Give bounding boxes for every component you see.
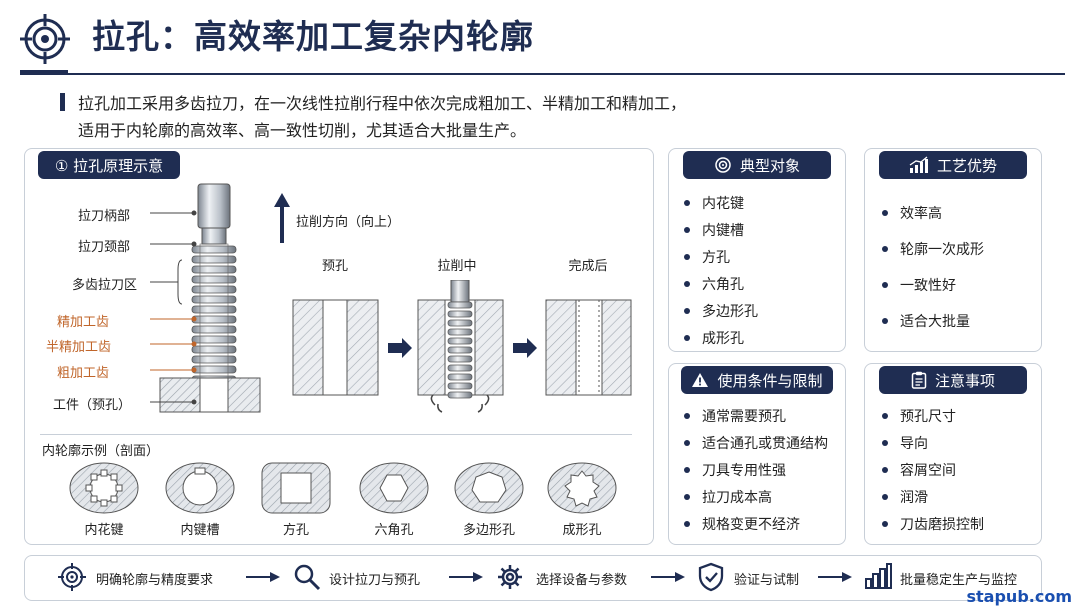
label-shank: 拉刀柄部 xyxy=(78,209,131,224)
list-item: 拉刀成本高 xyxy=(684,487,828,507)
profile-formed xyxy=(547,462,617,514)
pull-direction-arrow-icon xyxy=(274,193,290,243)
target-logo-icon xyxy=(20,14,70,64)
conditions-list: 通常需要预孔 适合通孔或贯通结构 刀具专用性强 拉刀成本高 规格变更不经济 xyxy=(684,406,828,534)
header-divider xyxy=(20,73,1065,75)
label-workpiece: 工件（预孔） xyxy=(53,398,132,413)
conditions-title: 使用条件与限制 xyxy=(717,371,823,390)
example-label-spline: 内花键 xyxy=(84,523,124,538)
advantages-title-pill: 工艺优势 xyxy=(879,151,1027,179)
broaching-section xyxy=(417,280,504,413)
list-item: 通常需要预孔 xyxy=(684,406,828,426)
clipboard-icon xyxy=(911,371,927,389)
growth-chart-icon xyxy=(909,156,928,173)
notes-title: 注意事项 xyxy=(934,371,995,390)
label-semi-finishing-teeth: 半精加工齿 xyxy=(46,340,112,355)
example-label-hexagon: 六角孔 xyxy=(374,523,414,538)
list-item: 润滑 xyxy=(882,487,984,507)
notes-list: 预孔尺寸 导向 容屑空间 润滑 刀齿磨损控制 xyxy=(882,406,984,534)
conditions-title-pill: 使用条件与限制 xyxy=(681,366,833,394)
stage-label-finished: 完成后 xyxy=(568,259,608,274)
list-item: 适合大批量 xyxy=(882,311,984,331)
example-label-polygon: 多边形孔 xyxy=(462,523,515,538)
profile-square xyxy=(261,462,331,514)
arrow-right-icon xyxy=(818,572,852,582)
example-label-square: 方孔 xyxy=(282,523,309,538)
intro-line-1: 拉孔加工采用多齿拉刀，在一次线性拉削行程中依次完成粗加工、半精加工和精加工， xyxy=(78,94,687,113)
workflow-step-5: 批量稳定生产与监控 xyxy=(900,573,1018,588)
profile-examples xyxy=(69,462,617,514)
arrow-right-icon xyxy=(449,572,483,582)
stage-diagrams xyxy=(292,280,632,413)
workflow-step-3: 选择设备与参数 xyxy=(536,573,628,588)
notes-title-pill: 注意事项 xyxy=(879,366,1027,394)
list-item: 多边形孔 xyxy=(684,301,758,321)
magnifier-icon xyxy=(294,564,321,591)
pull-direction-label: 拉削方向（向上） xyxy=(296,215,401,230)
header-accent-bar xyxy=(20,70,68,75)
workflow-step-2: 设计拉刀与预孔 xyxy=(329,573,421,588)
profile-polygon xyxy=(454,462,524,514)
label-neck: 拉刀颈部 xyxy=(78,240,131,255)
typical-panel xyxy=(668,148,846,352)
typical-list: 内花键 内键槽 方孔 六角孔 多边形孔 成形孔 xyxy=(684,193,758,348)
target-icon xyxy=(58,563,86,591)
list-item: 规格变更不经济 xyxy=(684,514,828,534)
profile-keyway xyxy=(165,462,235,514)
warning-icon xyxy=(692,373,709,387)
workflow-step-1: 明确轮廓与精度要求 xyxy=(96,573,214,588)
stage-label-broaching: 拉削中 xyxy=(437,259,477,274)
page-title: 拉孔：高效率加工复杂内轮廓 xyxy=(92,17,534,56)
arrow-right-icon xyxy=(651,572,685,582)
list-item: 内花键 xyxy=(684,193,758,213)
intro-accent-bar xyxy=(60,93,65,111)
typical-title: 典型对象 xyxy=(739,156,800,175)
principle-title: ① 拉孔原理示意 xyxy=(54,156,164,175)
prehole-section xyxy=(292,299,379,396)
advantages-list: 效率高 轮廓一次成形 一致性好 适合大批量 xyxy=(882,203,984,331)
advantages-panel xyxy=(864,148,1042,352)
bar-chart-icon xyxy=(865,563,892,589)
list-item: 内键槽 xyxy=(684,220,758,240)
intro-line-2: 适用于内轮廓的高效率、高一致性切削，尤其适合大批量生产。 xyxy=(78,121,527,140)
examples-title: 内轮廓示例（剖面） xyxy=(42,444,160,459)
list-item: 六角孔 xyxy=(684,274,758,294)
advantages-title: 工艺优势 xyxy=(936,156,997,175)
workflow-step-4: 验证与试制 xyxy=(734,573,800,588)
gear-icon xyxy=(498,565,522,589)
list-item: 导向 xyxy=(882,433,984,453)
stage-label-prehole: 预孔 xyxy=(321,259,348,274)
list-item: 预孔尺寸 xyxy=(882,406,984,426)
target-icon xyxy=(715,157,731,173)
examples-divider xyxy=(40,434,632,435)
stage-arrow-2-icon xyxy=(513,338,537,358)
stage-arrow-1-icon xyxy=(388,338,412,358)
profile-spline xyxy=(69,462,139,514)
watermark: stapub.com xyxy=(966,587,1073,606)
arrow-right-icon xyxy=(246,572,280,582)
profile-hexagon xyxy=(359,462,429,514)
list-item: 方孔 xyxy=(684,247,758,267)
list-item: 刀具专用性强 xyxy=(684,460,828,480)
label-teeth-zone: 多齿拉刀区 xyxy=(72,278,138,293)
list-item: 效率高 xyxy=(882,203,984,223)
list-item: 成形孔 xyxy=(684,328,758,348)
broach-tool-diagram xyxy=(159,183,261,413)
list-item: 容屑空间 xyxy=(882,460,984,480)
finished-section xyxy=(545,299,632,396)
label-leader-lines xyxy=(150,210,197,405)
label-finishing-teeth: 精加工齿 xyxy=(57,315,110,330)
label-roughing-teeth: 粗加工齿 xyxy=(57,366,110,381)
example-label-keyway: 内键槽 xyxy=(180,523,220,538)
list-item: 刀齿磨损控制 xyxy=(882,514,984,534)
broach-teeth xyxy=(191,243,237,413)
list-item: 适合通孔或贯通结构 xyxy=(684,433,828,453)
example-label-formed: 成形孔 xyxy=(562,523,602,538)
list-item: 一致性好 xyxy=(882,275,984,295)
list-item: 轮廓一次成形 xyxy=(882,239,984,259)
typical-title-pill: 典型对象 xyxy=(683,151,831,179)
shield-check-icon xyxy=(698,562,724,592)
principle-title-pill: ① 拉孔原理示意 xyxy=(38,151,180,179)
